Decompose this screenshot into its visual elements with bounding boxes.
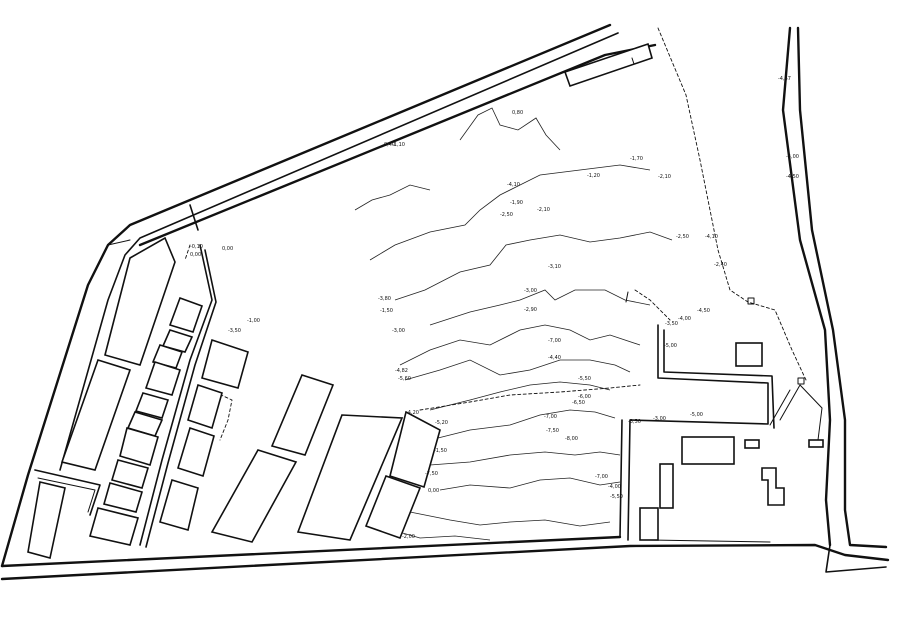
building	[296, 414, 404, 541]
elevation-label: -2,50	[676, 234, 689, 240]
elevation-label: -2,00	[402, 534, 415, 540]
elevation-label: -4,20	[406, 410, 419, 416]
building	[270, 374, 335, 456]
elevation-label: -5,60	[398, 376, 411, 382]
elevation-label: -1,10	[392, 142, 405, 148]
elevation-label: -5,50	[578, 376, 591, 382]
building	[659, 463, 674, 509]
building	[201, 338, 249, 389]
elevation-label: -3,80	[378, 296, 391, 302]
elevation-label: -7,00	[544, 414, 557, 420]
elevation-label: -1,70	[630, 156, 643, 162]
building	[144, 360, 182, 396]
elevation-label: -5,50	[610, 494, 623, 500]
elevation-label: -1,00	[247, 318, 260, 324]
elevation-label: -8,00	[565, 436, 578, 442]
elevation-label: 0,80	[512, 110, 523, 116]
elevation-label: -1,90	[510, 200, 523, 206]
elevation-label: -5,20	[435, 420, 448, 426]
elevation-label: 0,00	[428, 488, 439, 494]
building	[177, 426, 215, 478]
elevation-label: -5,00	[690, 412, 703, 418]
building	[134, 392, 170, 419]
elevation-label: -2,50	[500, 212, 513, 218]
building	[681, 436, 735, 465]
building	[761, 467, 785, 506]
elevation-label: -1,50	[434, 448, 447, 454]
elevation-label: 0,00	[190, 252, 201, 258]
elevation-label: -4,57	[778, 76, 791, 82]
elevation-label: -2,10	[658, 174, 671, 180]
building	[364, 474, 422, 540]
building	[563, 42, 653, 88]
building	[104, 236, 176, 366]
elevation-label: -4,00	[608, 484, 621, 490]
elevation-label: -3,50	[665, 321, 678, 327]
building	[88, 507, 140, 546]
building	[60, 359, 132, 471]
elevation-label: -0,10	[190, 244, 203, 250]
elevation-label: -3,00	[524, 288, 537, 294]
building	[808, 439, 824, 448]
elevation-label: 0,00	[222, 246, 233, 252]
elevation-label: -4,10	[507, 182, 520, 188]
dashed-boundaries	[184, 27, 807, 441]
elevation-label: -1,20	[587, 173, 600, 179]
elevation-label: -2,90	[524, 307, 537, 313]
building	[639, 507, 659, 541]
building	[110, 459, 150, 489]
elevation-label: 0,40	[384, 142, 395, 148]
elevation-label: -4,50	[786, 174, 799, 180]
building	[389, 410, 441, 489]
plot-lines	[34, 244, 823, 548]
elevation-label: -2,40	[714, 262, 727, 268]
elevation-label: -3,00	[653, 416, 666, 422]
elevation-label: -4,00	[678, 316, 691, 322]
building	[187, 383, 223, 430]
elevation-label: -4,00	[786, 154, 799, 160]
elevation-label: -7,00	[548, 338, 561, 344]
elevation-label: -6,50	[572, 400, 585, 406]
elevation-label: -7,50	[546, 428, 559, 434]
elevation-label: -7,50	[425, 471, 438, 477]
building	[159, 478, 199, 531]
building	[119, 427, 159, 466]
marks	[625, 57, 805, 385]
buildings	[27, 42, 824, 559]
elevation-label: -3,00	[392, 328, 405, 334]
elevation-label: -5,00	[664, 343, 677, 349]
building	[735, 342, 763, 367]
building	[161, 329, 194, 353]
elevation-label: -4,40	[548, 355, 561, 361]
elevation-label: -3,50	[628, 419, 641, 425]
building	[103, 482, 144, 513]
elevation-labels: -0,10 0,00 0,80 -1,10 -1,70 -1,20 -2,10 -4,10 -1…	[190, 76, 799, 540]
elevation-label: -2,10	[537, 207, 550, 213]
elevation-label: -7,00	[595, 474, 608, 480]
elevation-label: -4,10	[705, 234, 718, 240]
building	[27, 481, 66, 559]
elevation-label: -4,82	[395, 368, 408, 374]
building	[210, 449, 298, 543]
building	[744, 439, 760, 449]
elevation-label: -3,10	[548, 264, 561, 270]
contour-lines	[354, 107, 673, 541]
elevation-label: -6,00	[578, 394, 591, 400]
building	[168, 296, 204, 333]
elevation-label: -1,50	[380, 308, 393, 314]
elevation-label: -4,50	[697, 308, 710, 314]
elevation-label: -3,50	[228, 328, 241, 334]
